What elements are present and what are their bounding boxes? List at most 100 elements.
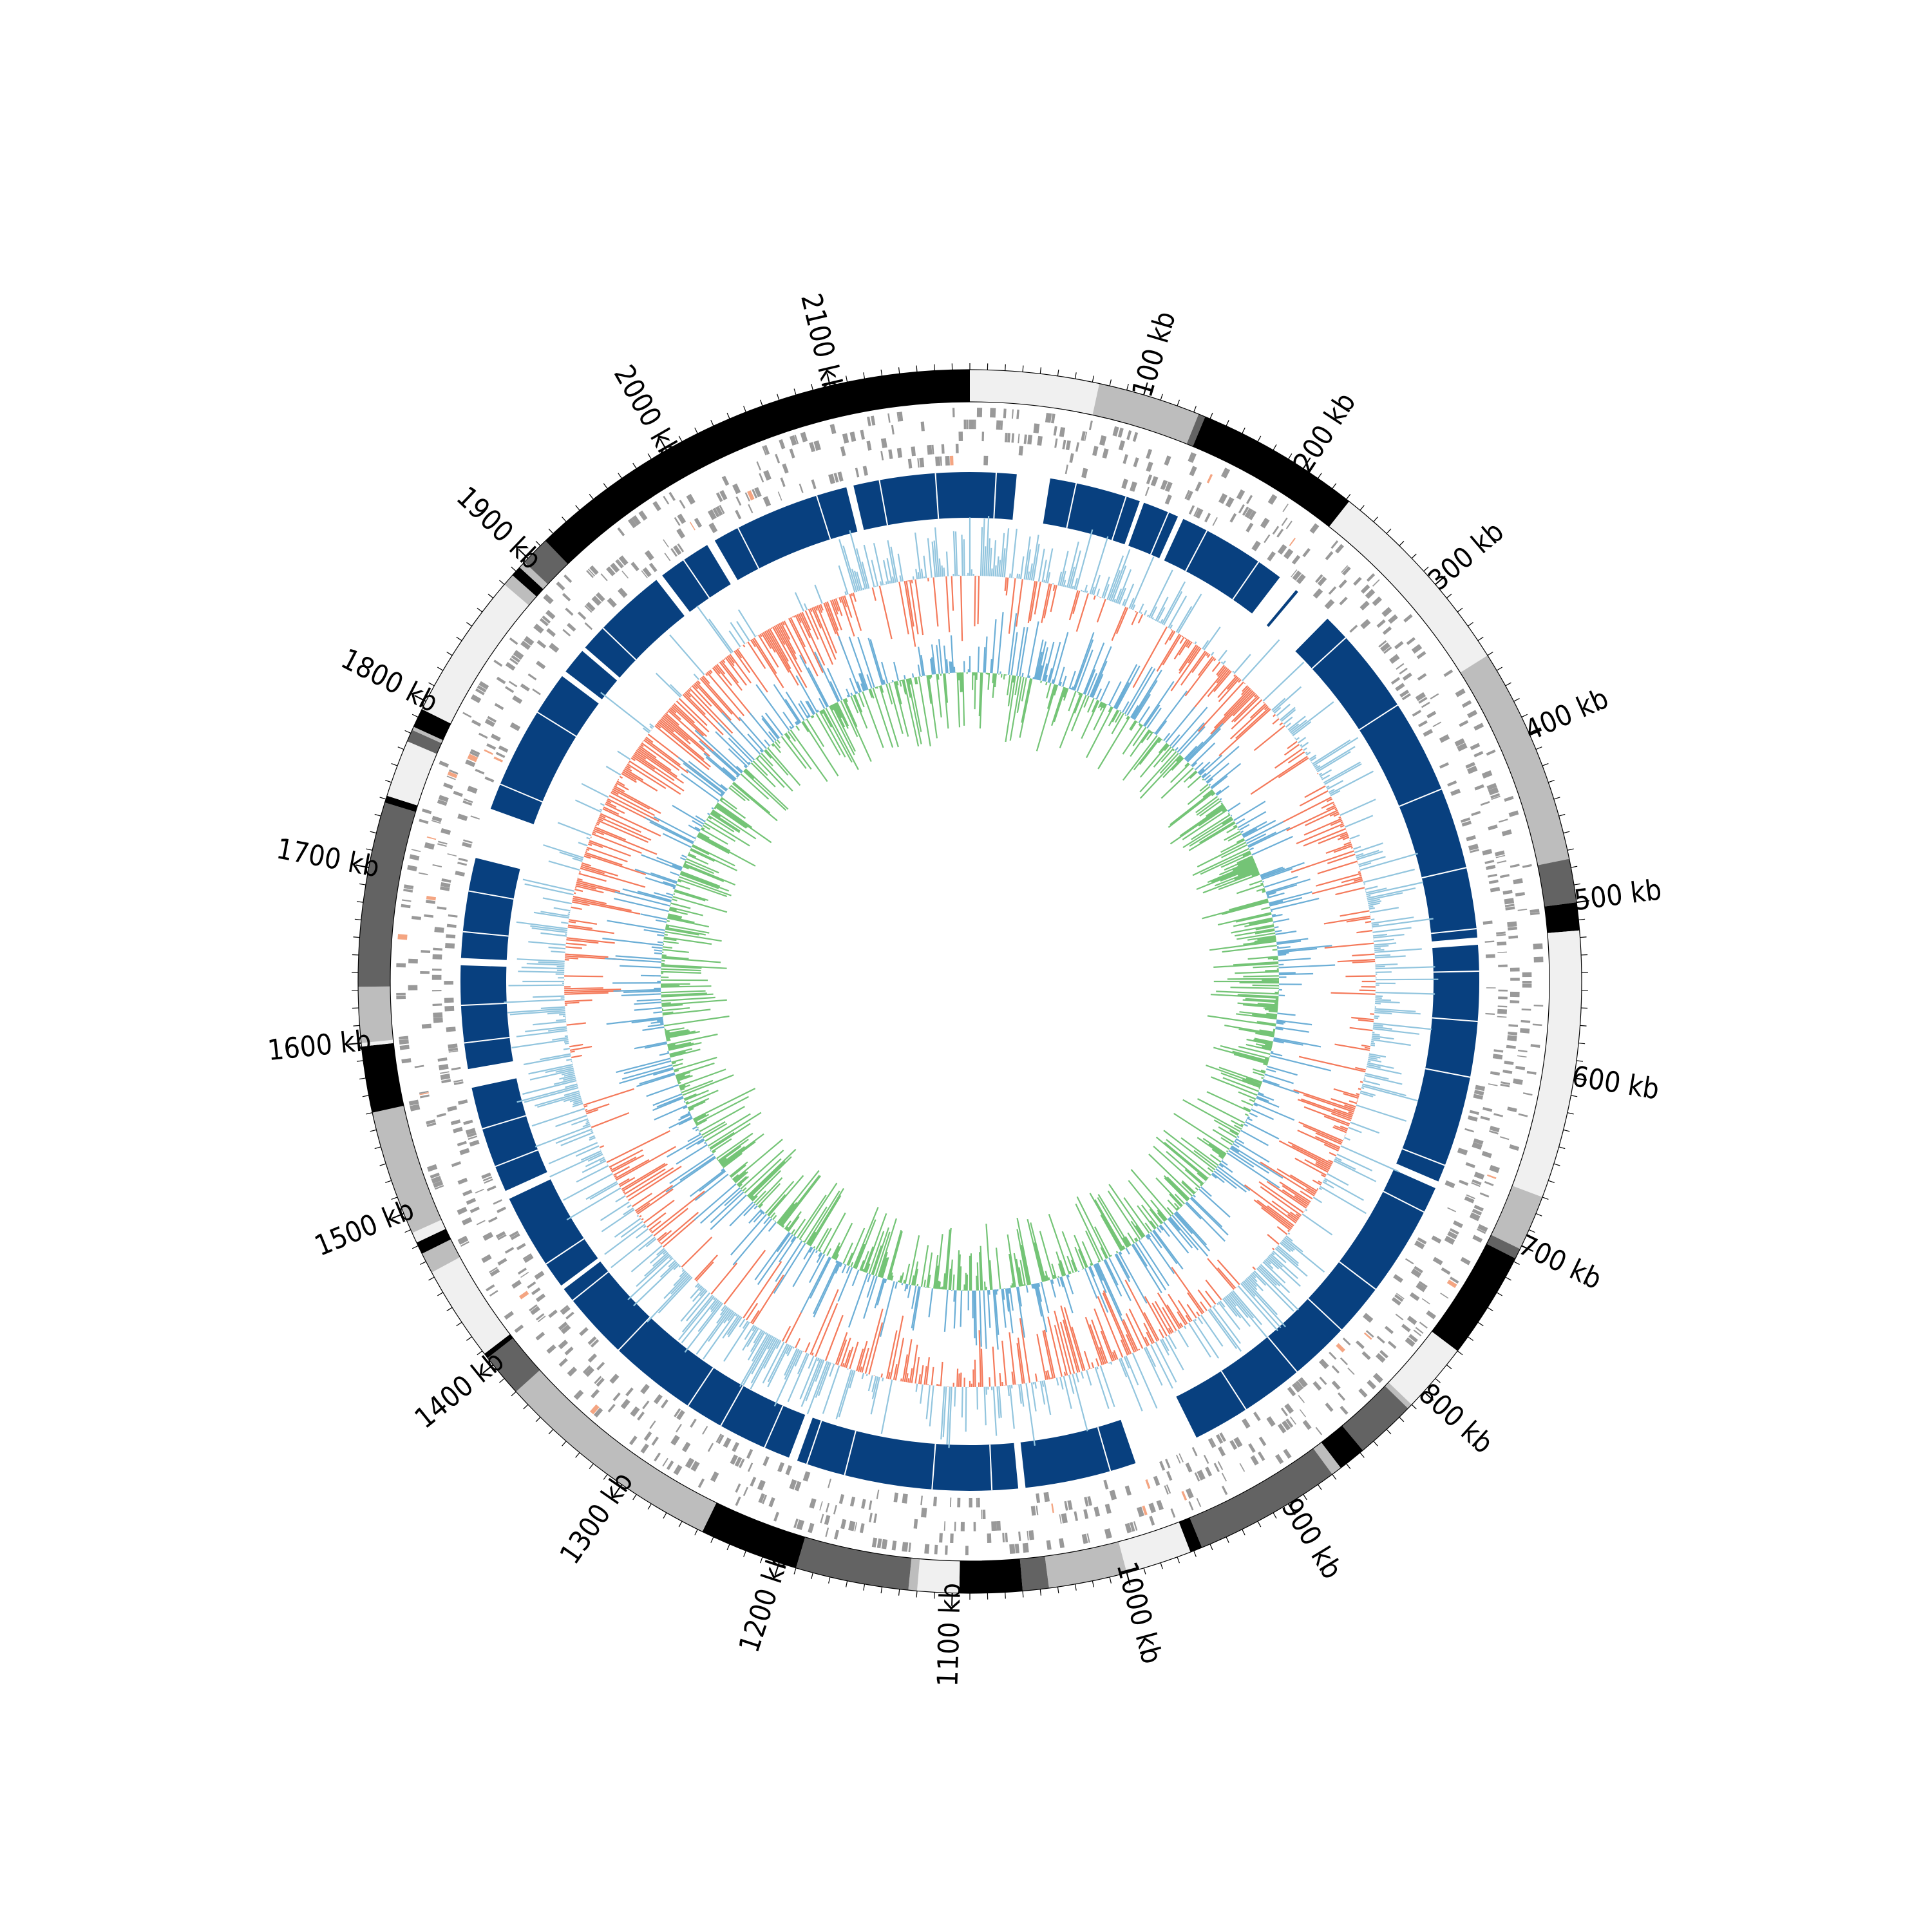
- gene: [1276, 528, 1284, 538]
- minor-tick: [777, 393, 780, 401]
- gene: [446, 923, 457, 928]
- scale-ticks: [348, 363, 1589, 1606]
- gene: [730, 1454, 738, 1465]
- minor-tick: [1457, 1350, 1463, 1356]
- gene: [1302, 547, 1311, 558]
- gene: [1447, 780, 1457, 787]
- gene: [630, 1406, 640, 1417]
- gene: [453, 790, 463, 797]
- major-tick: [355, 864, 369, 869]
- minor-tick: [934, 364, 935, 371]
- gene: [638, 510, 648, 521]
- gene: [1497, 860, 1507, 864]
- gene: [652, 500, 661, 511]
- gene: [880, 438, 887, 448]
- block: [564, 1261, 806, 1458]
- gene: [1179, 1453, 1184, 1463]
- gene: [681, 1441, 691, 1452]
- gene: [674, 516, 681, 526]
- gene: [1188, 1501, 1194, 1511]
- gene: [1510, 864, 1520, 868]
- gene: [825, 1528, 829, 1537]
- outer-segment: [1342, 1386, 1408, 1451]
- gene: [969, 1497, 972, 1508]
- gene: [1409, 1292, 1420, 1302]
- gene: [487, 715, 497, 723]
- gene: [1142, 1505, 1148, 1515]
- gene: [1349, 625, 1358, 633]
- gene: [1062, 439, 1066, 450]
- gene: [457, 1235, 469, 1245]
- gene: [1033, 423, 1040, 433]
- gene: [715, 506, 723, 516]
- gene: [577, 611, 587, 620]
- gene: [1501, 1081, 1511, 1085]
- gene: [758, 1493, 765, 1504]
- minor-tick: [1542, 1197, 1549, 1200]
- minor-tick: [678, 1520, 683, 1528]
- gene: [1396, 663, 1405, 670]
- gene: [482, 1176, 493, 1182]
- block-separator: [764, 1405, 784, 1448]
- gene: [1277, 544, 1287, 555]
- gene: [460, 1241, 469, 1247]
- gene: [1299, 1409, 1306, 1417]
- gene: [447, 853, 457, 857]
- gene: [1186, 1488, 1194, 1499]
- block-separator: [1185, 530, 1208, 572]
- gene: [819, 1501, 823, 1511]
- gene: [1212, 516, 1218, 526]
- gene: [610, 562, 620, 573]
- gene: [898, 412, 904, 422]
- gene: [1206, 473, 1213, 484]
- gene: [1394, 641, 1404, 650]
- gene: [1146, 461, 1153, 472]
- block: [565, 650, 618, 699]
- gene: [1340, 1405, 1349, 1415]
- gene: [1191, 1446, 1198, 1457]
- gene: [567, 1367, 578, 1377]
- minor-tick: [1386, 1429, 1392, 1435]
- tick-label: 1800 kb: [336, 642, 443, 719]
- gene: [887, 413, 891, 423]
- block-separator: [993, 473, 998, 519]
- gene: [1443, 669, 1454, 677]
- gene: [484, 749, 493, 755]
- gene: [1221, 1472, 1227, 1482]
- gene: [419, 1092, 429, 1095]
- gene: [1482, 849, 1493, 856]
- gene: [446, 1027, 456, 1032]
- gene: [796, 1519, 804, 1530]
- gene: [426, 896, 437, 901]
- minor-tick: [362, 1095, 369, 1097]
- gene: [754, 487, 762, 498]
- minor-tick: [353, 936, 360, 938]
- gene: [1504, 1060, 1514, 1065]
- gene: [457, 1206, 468, 1215]
- outer-segment: [512, 567, 544, 597]
- gene: [534, 1271, 545, 1280]
- gene: [1353, 576, 1362, 586]
- gene: [1399, 667, 1408, 675]
- gene: [1490, 1071, 1501, 1076]
- gene: [891, 1540, 897, 1551]
- gene: [1410, 1268, 1422, 1278]
- gene: [478, 681, 489, 690]
- block-separator: [572, 1271, 609, 1302]
- gene: [1283, 548, 1294, 560]
- gene: [1094, 1506, 1101, 1517]
- gene: [1337, 1392, 1346, 1401]
- gene: [465, 1128, 476, 1135]
- gene: [545, 610, 556, 620]
- gene: [453, 1126, 463, 1133]
- minor-tick: [420, 1261, 426, 1265]
- minor-tick: [916, 1591, 918, 1598]
- block-separator: [1232, 561, 1260, 600]
- gene: [1298, 1395, 1305, 1403]
- gene: [1472, 1179, 1482, 1186]
- gene: [1510, 991, 1520, 998]
- gene: [564, 1346, 574, 1356]
- gene: [579, 1327, 589, 1336]
- outer-segment: [1460, 655, 1569, 866]
- gene: [1517, 1055, 1527, 1058]
